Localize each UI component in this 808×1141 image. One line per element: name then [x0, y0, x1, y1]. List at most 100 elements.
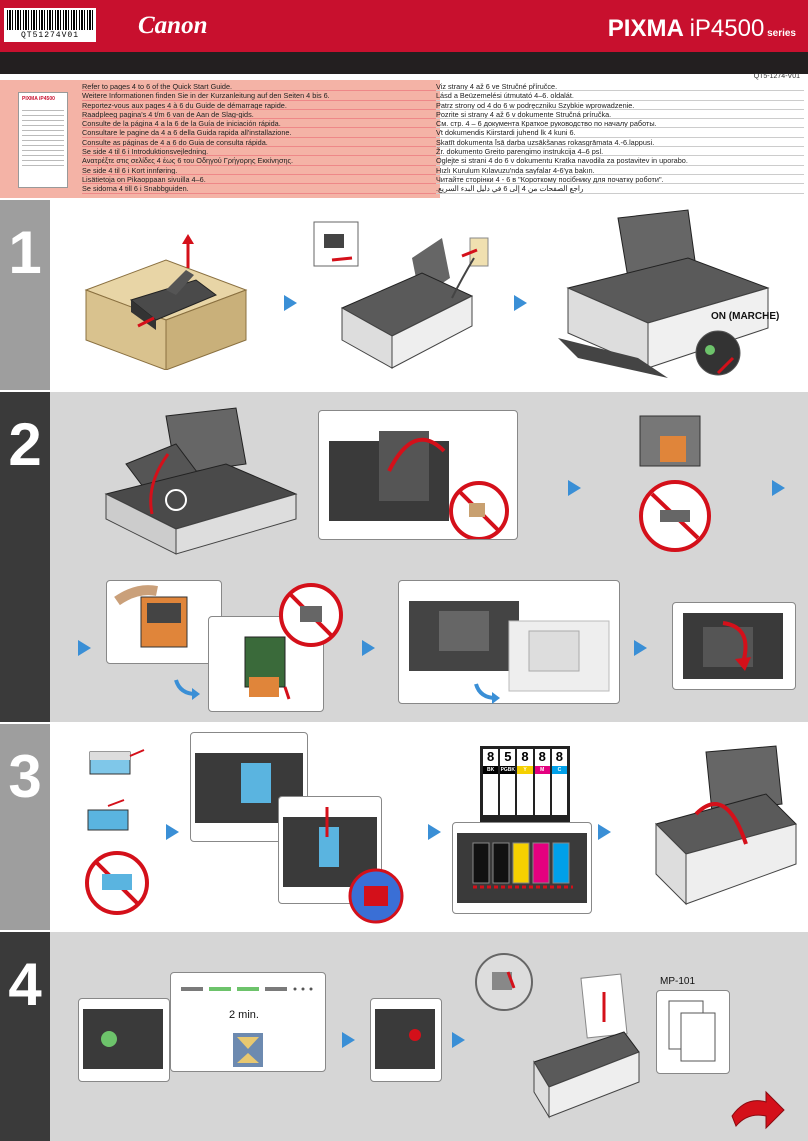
ink-tank-label: C	[551, 766, 568, 774]
language-line: Viz strany 4 až 6 ve Stručné příručce.	[436, 82, 804, 92]
language-line: См. стр. 4 – 6 документа Краткое руковод…	[436, 119, 804, 129]
ink-tank-number: 8	[486, 749, 495, 764]
product-name: PIXMA iP4500 series	[608, 15, 796, 43]
ink-tank-order-panel	[452, 822, 592, 914]
next-arrow	[452, 1032, 465, 1048]
curved-arrow-icon	[474, 683, 500, 704]
power-on-label: ON (MARCHE)	[711, 311, 780, 322]
language-line: Se side 4 til 6 i Kort innføring.	[82, 166, 442, 175]
guide-thumbnail-title: PIXMA iP4500	[22, 96, 55, 102]
language-line: Reportez-vous aux pages 4 à 6 du Guide d…	[82, 101, 442, 110]
power-lamp-panel	[78, 998, 170, 1082]
ink-tank-label: BK	[483, 766, 499, 774]
no-touch-warning-icon	[279, 583, 343, 647]
step-number: 1	[0, 200, 50, 390]
paper-sheets	[668, 1000, 716, 1062]
protective-cap-removal	[244, 636, 291, 700]
language-line: Ανατρέξτε στις σελίδες 4 έως 6 του Οδηγο…	[82, 156, 442, 166]
ink-tank-label: PGBK	[500, 766, 516, 774]
language-reference-panel: PIXMA iP4500 Refer to pages 4 to 6 of th…	[0, 80, 808, 198]
step-1-section: 1 ON (MARCHE)	[0, 200, 808, 390]
language-line: Se side 4 til 6 i Introduktionsvejlednin…	[82, 147, 442, 157]
ink-tank-number: 8	[521, 749, 529, 764]
progress-lamp-indicator	[181, 987, 313, 1067]
print-head-install-panel	[398, 580, 620, 704]
next-arrow	[568, 480, 581, 496]
next-arrow	[634, 640, 647, 656]
next-page-arrow-icon[interactable]	[726, 1086, 788, 1132]
step-2-section: 2	[0, 392, 808, 722]
language-line: Refer to pages 4 to 6 of the Quick Start…	[82, 82, 442, 92]
language-line: Читайте сторінки 4 - 6 в "Короткому посі…	[436, 175, 804, 185]
ink-lamp-detail-icon	[348, 868, 404, 924]
language-line: Žr. dokumento Greito parengimo instrukci…	[436, 147, 804, 157]
ink-tank-order	[457, 833, 587, 903]
lock-lever-detail	[329, 431, 509, 541]
language-column-right: Viz strany 4 až 6 ve Stručné příručce.Lá…	[436, 82, 804, 194]
language-line: Lásd a Beüzemelési útmutató 4–6. oldalát…	[436, 91, 804, 101]
ink-tank-label: M	[534, 766, 550, 774]
ink-tank-number: 8	[555, 749, 564, 764]
timer-label: 2 min.	[229, 1009, 259, 1021]
language-line: Consulte as páginas de 4 a 6 do Guia de …	[82, 138, 442, 148]
curved-arrow-icon	[174, 679, 200, 700]
print-head-removal-panel	[106, 580, 222, 664]
next-arrow	[362, 640, 375, 656]
language-line: Se sidorna 4 till 6 i Snabbguiden.	[82, 184, 442, 194]
close-cover-illustration	[655, 745, 797, 906]
lamp-ready	[375, 1009, 435, 1069]
language-line: Patrz strony od 4 do 6 w podręczniku Szy…	[436, 101, 804, 110]
document-code: QT5-1274-V01	[753, 73, 800, 80]
language-line: Weitere Informationen finden Sie in der …	[82, 91, 442, 101]
ink-tank-no-squeeze-warning	[85, 851, 149, 915]
language-line: Vt dokumendis Kiirstardi juhend lk 4 kun…	[436, 128, 804, 138]
protective-cap-removal-panel	[208, 616, 324, 712]
ink-tank-label: Y	[517, 766, 533, 774]
barcode-bars	[7, 10, 93, 30]
barcode: QT51274V01	[4, 8, 96, 42]
language-line: Consultare le pagine da 4 a 6 della Guid…	[82, 128, 442, 138]
step-number: 2	[0, 392, 50, 722]
header-divider	[0, 52, 808, 74]
load-paper-illustration	[475, 953, 640, 1119]
ink-tank-number: 8	[538, 749, 546, 764]
next-arrow	[428, 824, 441, 840]
language-column-left: Refer to pages 4 to 6 of the Quick Start…	[82, 82, 442, 194]
lock-lever-detail-panel	[318, 410, 518, 541]
ink-tank-number: 5	[504, 749, 512, 764]
step-number: 4	[0, 932, 50, 1141]
power-lamp	[83, 1009, 163, 1069]
product-prefix: PIXMA	[607, 15, 690, 42]
header-bar: QT51274V01 Canon PIXMA iP4500 series	[0, 0, 808, 52]
next-arrow	[166, 824, 179, 840]
language-line: Pozrite si strany 4 až 6 v dokumente Str…	[436, 110, 804, 120]
paper-type-label: MP-101	[660, 976, 696, 987]
next-arrow	[772, 480, 785, 496]
next-arrow	[598, 824, 611, 840]
language-line: Skatīt dokumenta Īsā darba uzsākšanas ro…	[436, 138, 804, 148]
next-arrow	[514, 295, 527, 311]
print-head-install	[409, 601, 610, 692]
printer-unpacking-illustration	[84, 234, 248, 370]
language-line: راجع الصفحات من 4 إلى 6 في دليل البدء ال…	[436, 184, 804, 194]
lock-lever-lower	[683, 613, 783, 679]
ink-tank-unwrap-illustration	[89, 749, 145, 775]
step-4-section: 4 2 min.	[0, 932, 808, 1141]
language-line: Lisätietoja on Pikaoppaan sivuilla 4–6.	[82, 175, 442, 185]
next-arrow	[342, 1032, 355, 1048]
barcode-text: QT51274V01	[20, 31, 79, 40]
language-line: Raadpleeg pagina's 4 t/m 6 van de Aan de…	[82, 110, 442, 120]
language-line: Hızlı Kurulum Kılavuzu'nda sayfalar 4-6'…	[436, 166, 804, 175]
paper-type-panel	[656, 990, 730, 1074]
lamp-ready-panel	[370, 998, 442, 1082]
step-number: 3	[0, 724, 50, 930]
next-arrow	[284, 295, 297, 311]
